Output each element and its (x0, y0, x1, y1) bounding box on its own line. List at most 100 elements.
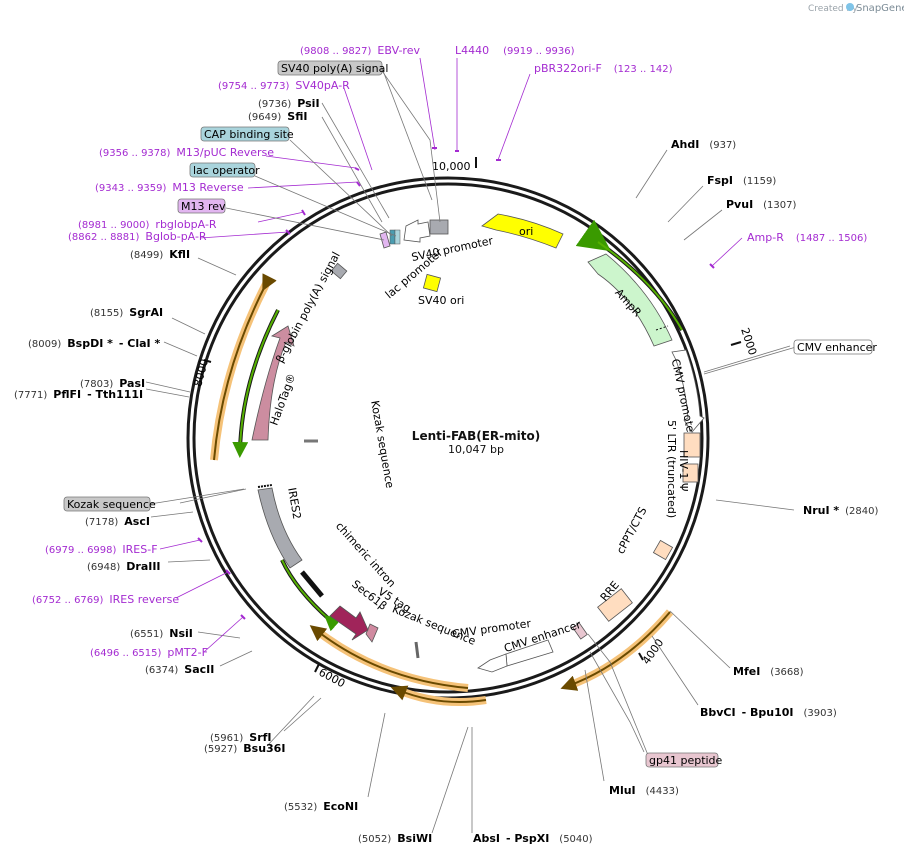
lac-operator-box[interactable] (189, 162, 256, 178)
kozak-box-label: Kozak sequence (67, 498, 156, 511)
chimeric-intron-feature[interactable] (300, 570, 324, 598)
snapgene-logo-icon (846, 3, 854, 11)
cap-site-box-label: CAP binding site (204, 128, 294, 141)
credit-text: Created by (808, 4, 858, 14)
sv40-ori-feature[interactable] (422, 273, 442, 293)
cppt-label: cPPT/CTS (614, 505, 649, 556)
ltr-label: 5' LTR (truncated) (665, 420, 678, 518)
cmv-promoter-inner-feature[interactable] (477, 653, 508, 673)
sv40-polya-inner-feature[interactable] (429, 219, 449, 235)
lac-promoter-feature[interactable] (379, 231, 391, 249)
enzyme-fspi[interactable]: FspI(1159) (707, 174, 776, 187)
orf-arc-bottom-outer-line (390, 685, 487, 704)
enzyme-bspdi[interactable]: (8009)BspDI *- ClaI * (28, 337, 160, 350)
sv40-polya-box[interactable] (277, 60, 383, 76)
tick-label-2000: 2000 (738, 326, 759, 357)
ori-feature[interactable] (481, 213, 564, 249)
rre-feature[interactable] (597, 588, 633, 622)
primer-sv40pa-r[interactable]: (9754 .. 9773)SV40pA-R (218, 79, 350, 92)
orf-arc-green-bottom (280, 559, 332, 622)
orf-arc-bottom-inner-line (309, 625, 469, 689)
enzyme-bbvci[interactable]: BbvCI- Bpu10I(3903) (700, 706, 837, 719)
ires2-start-mark (257, 484, 273, 488)
ires2-feature[interactable] (257, 487, 303, 569)
enzyme-mfei[interactable]: MfeI(3668) (733, 665, 804, 678)
enzyme-ahdi[interactable]: AhdI(937) (671, 138, 736, 151)
enzyme-pasi[interactable]: (7803)PasI (80, 377, 145, 390)
halotag-feature[interactable] (251, 325, 295, 441)
enzyme-sfii[interactable]: (9649)SfiI (248, 110, 307, 123)
gp41-box-label: gp41 peptide (649, 754, 723, 767)
ltr-feature[interactable] (683, 432, 701, 458)
bglobin-feature[interactable] (330, 262, 348, 280)
cap-site-feature[interactable] (389, 229, 396, 245)
ampr-feature[interactable] (587, 253, 673, 347)
kozak-inner-feature[interactable] (414, 641, 420, 659)
orf-arc-green-left-fill (232, 309, 279, 458)
box-leader-lines (149, 67, 797, 761)
tick-label-10000: 10,000 (432, 160, 471, 173)
lac-operator-box-label: lac operator (193, 164, 260, 177)
primer-m13-reverse[interactable]: (9343 .. 9359)M13 Reverse (95, 181, 244, 194)
cmv-promoter-top-feature[interactable] (671, 349, 705, 433)
hiv-psi-label: HIV-1 Ψ (677, 450, 690, 492)
ires2-label: IRES2 (285, 487, 303, 521)
kozak-box[interactable] (63, 496, 151, 512)
enzyme-pvui[interactable]: PvuI(1307) (726, 198, 797, 211)
enzyme-absi[interactable]: AbsI- PspXI(5040) (473, 832, 593, 845)
primer-ebv-rev[interactable]: (9808 .. 9827)EBV-rev (300, 44, 420, 57)
cppt-feature[interactable] (652, 539, 674, 561)
tick-marks (203, 157, 742, 673)
enzyme-srfi[interactable]: (5961)SrfI (210, 731, 272, 744)
orf-arc-left-outer-line (213, 273, 277, 461)
enzyme-draiii[interactable]: (6948)DraIII (87, 560, 161, 573)
credit-brand: SnapGene (856, 3, 904, 14)
enzyme-sgrai[interactable]: (8155)SgrAI (90, 306, 163, 319)
v5-feature[interactable] (365, 623, 379, 643)
primer-m13-puc-reverse[interactable]: (9356 .. 9378)M13/pUC Reverse (99, 146, 274, 159)
bglobin-label: β-globin poly(A) signal (273, 250, 343, 365)
sv40-promoter-feature[interactable] (403, 219, 431, 243)
enzyme-econi[interactable]: (5532)EcoNI (284, 800, 358, 813)
m13-rev-box[interactable] (177, 198, 226, 214)
enzyme-nrui[interactable]: NruI *(2840) (803, 504, 878, 517)
plasmid-size: 10,047 bp (448, 443, 504, 456)
sv40-polya-box-label: SV40 poly(A) signal (281, 62, 388, 75)
sv40-ori-label: SV40 ori (418, 294, 464, 307)
gp41-box[interactable] (645, 752, 719, 768)
primer-l4440[interactable]: L4440(9919 .. 9936) (455, 44, 575, 57)
m13-rev-box-label: M13 rev (181, 200, 226, 213)
enzyme-leader-lines (145, 67, 795, 834)
cap-site-box[interactable] (200, 126, 290, 142)
sec61b-feature[interactable] (329, 605, 369, 641)
ori-label: ori (519, 225, 533, 238)
primer-ires-f[interactable]: (6979 .. 6998)IRES-F (45, 543, 158, 556)
primer-rbglobpa-r[interactable]: (8981 .. 9000)rbglobpA-R (78, 218, 217, 231)
tick-label-8000: 8000 (191, 358, 211, 388)
kozak-left-label: Kozak sequence (368, 400, 396, 490)
primer-pbr322ori-f[interactable]: pBR322ori-F(123 .. 142) (534, 62, 673, 75)
hiv-psi-feature[interactable] (682, 463, 699, 483)
enzyme-bsu36i[interactable]: (5927)Bsu36I (204, 742, 285, 755)
gp41-feature[interactable] (572, 622, 588, 640)
primer-ires-reverse[interactable]: (6752 .. 6769)IRES reverse (32, 593, 179, 606)
enzyme-nsii[interactable]: (6551)NsiI (130, 627, 193, 640)
chimeric-intron-label: chimeric intron (333, 520, 398, 590)
enzyme-mlui[interactable]: MluI(4433) (609, 784, 679, 797)
primer-leader-lines (159, 57, 743, 653)
cmv-enhancer-box[interactable] (793, 339, 873, 355)
enzyme-bsiwi[interactable]: (5052)BsiWI (358, 832, 432, 845)
orf-arc-right-line (560, 611, 671, 691)
enzyme-pflfi[interactable]: (7771)PflFI- Tth111I (14, 388, 143, 401)
enzyme-kfli[interactable]: (8499)KflI (130, 248, 190, 261)
enzyme-asci[interactable]: (7178)AscI (85, 515, 150, 528)
primer-bglob-pa-r[interactable]: (8862 .. 8881)Bglob-pA-R (68, 230, 207, 243)
primer-pmt2-f[interactable]: (6496 .. 6515)pMT2-F (90, 646, 208, 659)
plasmid-name: Lenti-FAB(ER-mito) (412, 429, 540, 443)
primer-amp-r[interactable]: Amp-R(1487 .. 1506) (747, 231, 867, 244)
primer-marks (197, 147, 715, 620)
enzyme-sacii[interactable]: (6374)SacII (145, 663, 214, 676)
enzyme-psii[interactable]: (9736)PsiI (258, 97, 320, 110)
lac-operator-feature[interactable] (394, 229, 401, 245)
